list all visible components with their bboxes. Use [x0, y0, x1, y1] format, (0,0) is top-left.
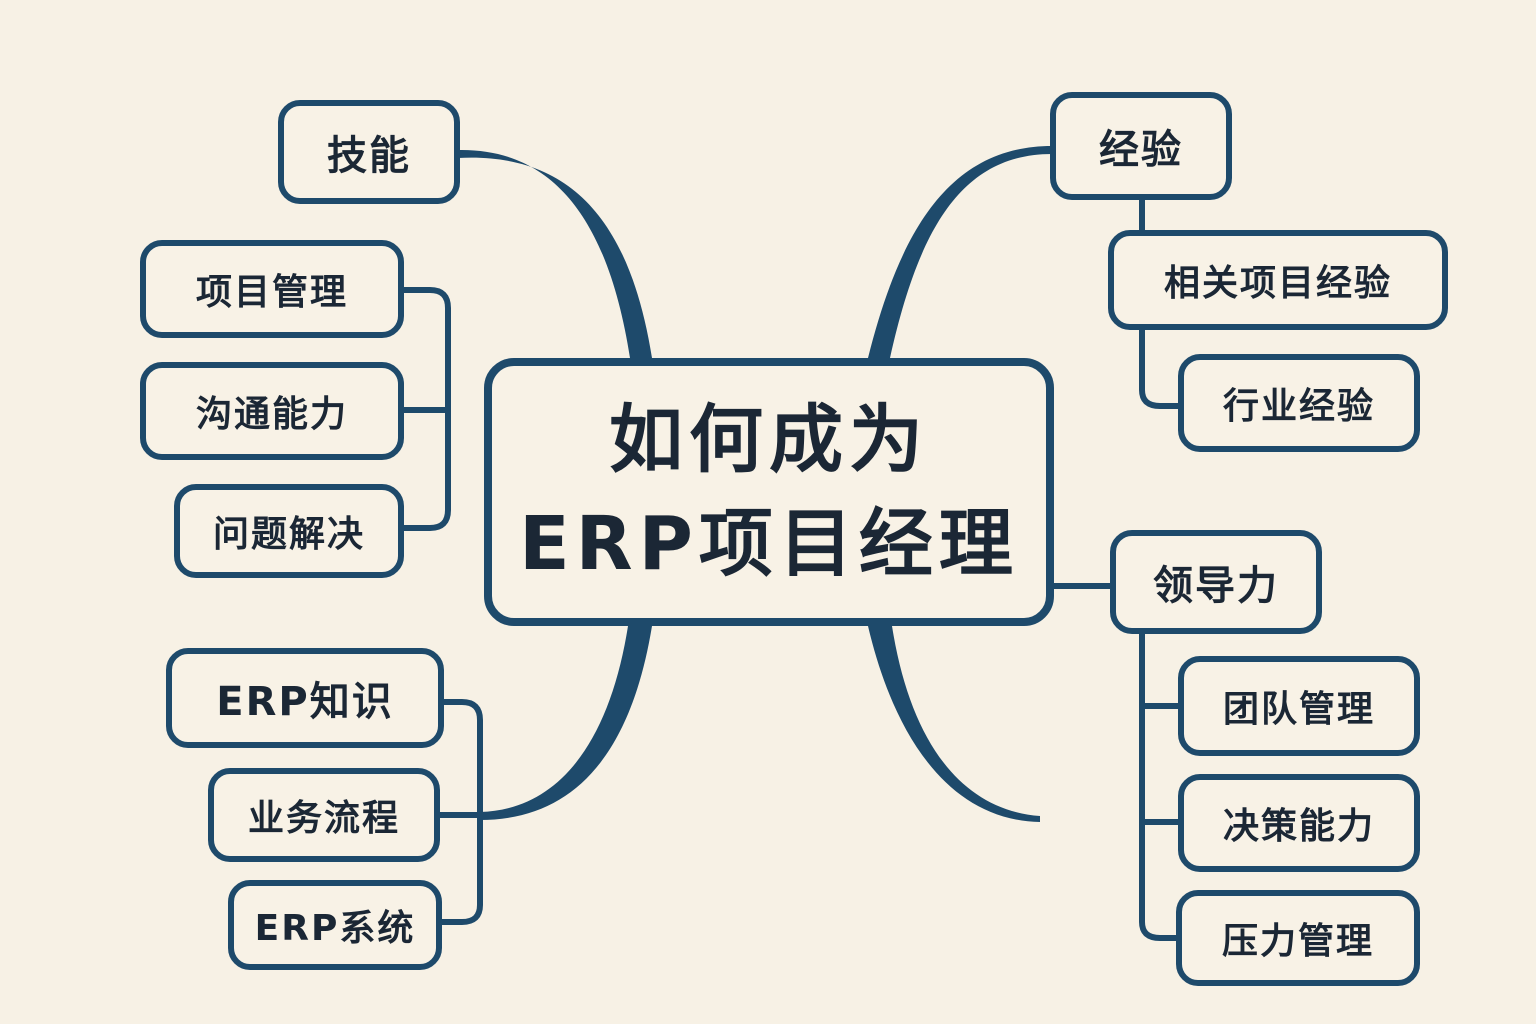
branch-erp-link: [480, 626, 652, 820]
node-label: 技能: [327, 133, 411, 179]
node-label: 决策能力: [1222, 806, 1375, 847]
central-topic[interactable]: 如何成为 ERP项目经理: [484, 358, 1054, 626]
central-topic-line2: ERP项目经理: [519, 501, 1019, 587]
node-label: 行业经验: [1222, 386, 1375, 427]
node-business-process[interactable]: 业务流程: [208, 768, 440, 862]
node-related-project-experience[interactable]: 相关项目经验: [1108, 230, 1448, 330]
branch-leadership-link: [868, 626, 1040, 822]
branch-experience-link: [868, 146, 1052, 358]
node-label: 经验: [1099, 127, 1183, 173]
node-label: 业务流程: [247, 798, 400, 839]
node-label: 压力管理: [1221, 921, 1374, 962]
node-erp-knowledge[interactable]: ERP知识: [166, 648, 444, 748]
node-skills[interactable]: 技能: [278, 100, 460, 204]
node-label: 问题解决: [212, 514, 365, 555]
node-project-management[interactable]: 项目管理: [140, 240, 404, 338]
node-team-management[interactable]: 团队管理: [1178, 656, 1420, 756]
node-leadership[interactable]: 领导力: [1110, 530, 1322, 634]
leadership-stem: [1139, 631, 1183, 941]
branch-skills-link: [458, 149, 652, 358]
central-topic-line1: 如何成为: [609, 397, 929, 483]
node-communication[interactable]: 沟通能力: [140, 362, 404, 460]
node-label: 沟通能力: [195, 394, 348, 435]
node-label: 团队管理: [1222, 689, 1375, 730]
node-label: 相关项目经验: [1163, 263, 1392, 304]
node-label: ERP系统: [254, 908, 416, 949]
node-label: 项目管理: [195, 272, 348, 313]
node-decision-making[interactable]: 决策能力: [1178, 774, 1420, 872]
node-industry-experience[interactable]: 行业经验: [1178, 354, 1420, 452]
experience-sub-stem: [1139, 327, 1183, 409]
node-label: ERP知识: [216, 679, 394, 725]
node-problem-solving[interactable]: 问题解决: [174, 484, 404, 578]
node-label: 领导力: [1153, 563, 1279, 609]
node-erp-system[interactable]: ERP系统: [228, 880, 442, 970]
node-stress-management[interactable]: 压力管理: [1176, 890, 1420, 986]
node-experience[interactable]: 经验: [1050, 92, 1232, 200]
